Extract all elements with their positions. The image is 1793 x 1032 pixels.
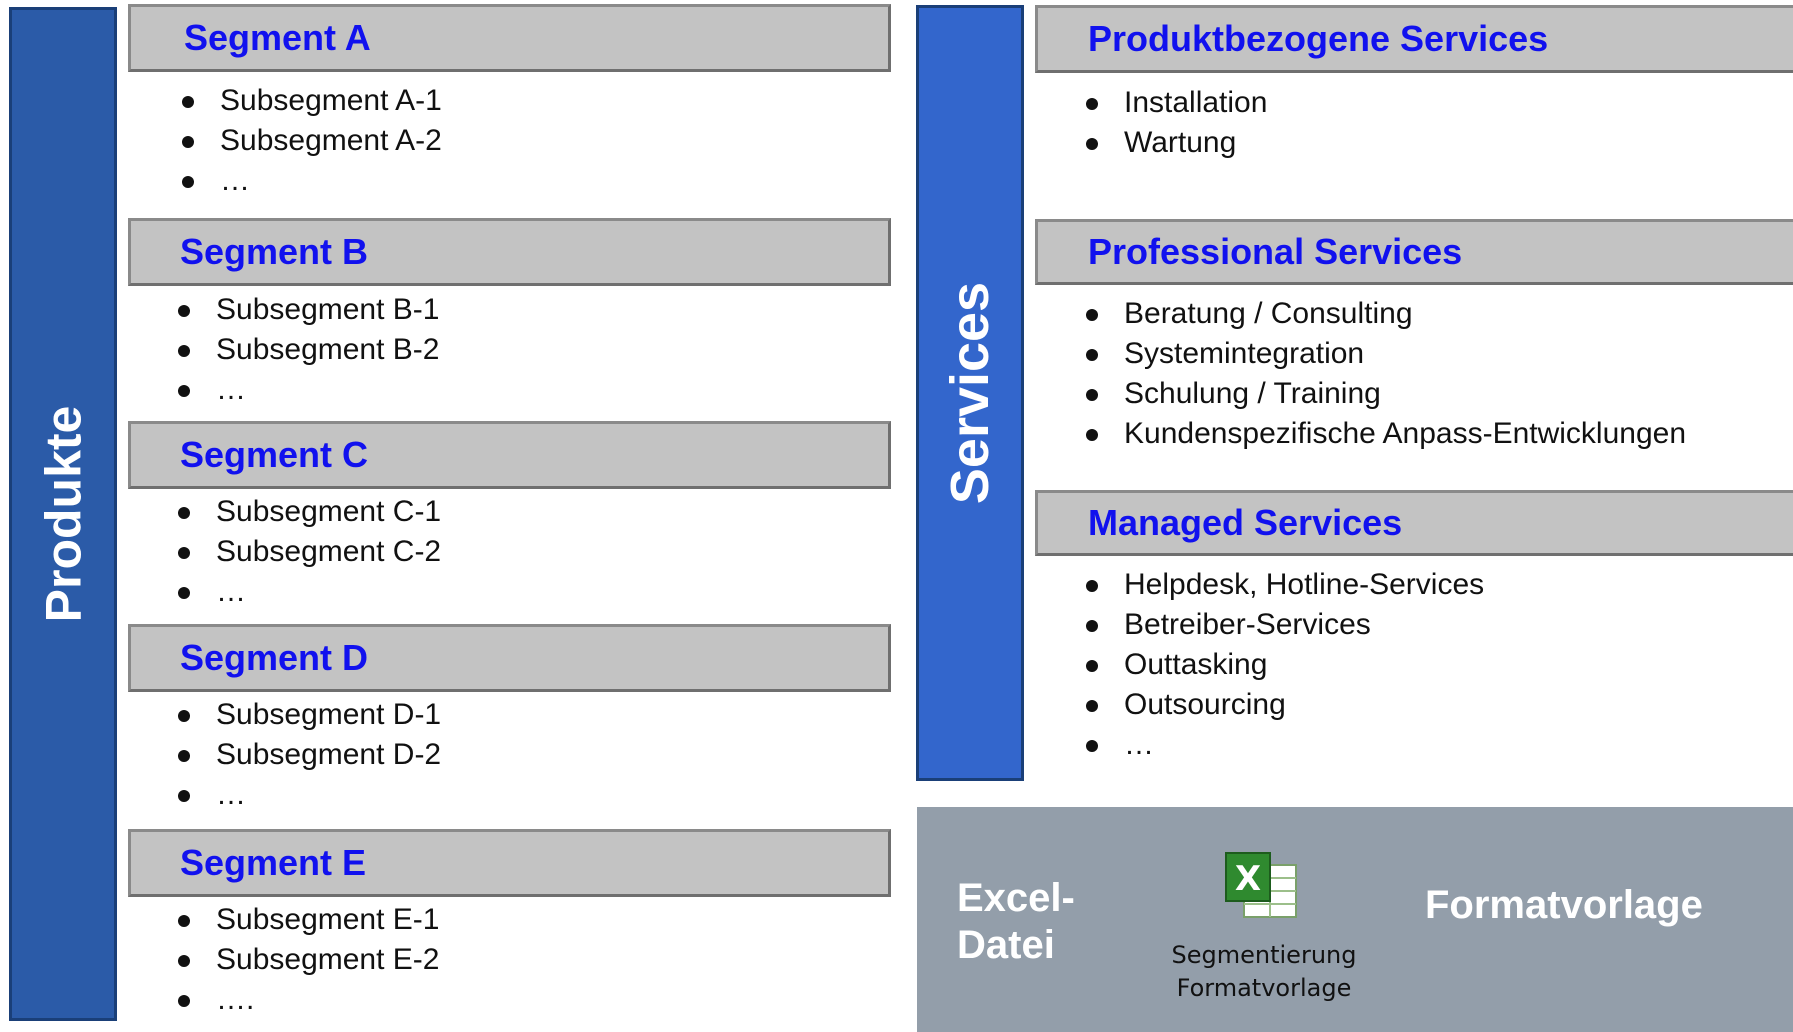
professional-services-header: Professional Services [1035, 219, 1793, 285]
list-item: … [178, 775, 441, 815]
segment-e-title: Segment E [180, 842, 367, 883]
formatvorlage-title: Formatvorlage [1425, 883, 1703, 927]
list-item: Installation [1086, 83, 1267, 123]
list-item: … [178, 572, 441, 612]
list-item: Beratung / Consulting [1086, 294, 1686, 334]
segment-a-title: Segment A [184, 17, 371, 58]
professional-services-title: Professional Services [1088, 231, 1463, 272]
segment-b-list: Subsegment B-1 Subsegment B-2 … [178, 290, 439, 410]
produktbezogene-services-title: Produktbezogene Services [1088, 18, 1549, 59]
list-item: … [178, 370, 439, 410]
list-item: Subsegment A-1 [182, 81, 442, 121]
excel-label-line2: Datei [957, 923, 1055, 967]
excel-file-name-line1: Segmentierung [1171, 941, 1357, 969]
list-item: Kundenspezifische Anpass-Entwicklungen [1086, 414, 1686, 454]
list-item: Subsegment B-2 [178, 330, 439, 370]
excel-file-icon[interactable]: X [1224, 851, 1304, 923]
excel-label-line1: Excel- [957, 876, 1075, 920]
list-item: Betreiber-Services [1086, 605, 1484, 645]
segment-b-header: Segment B [128, 218, 891, 286]
list-item: … [1086, 725, 1484, 765]
list-item: … [182, 161, 442, 201]
segment-e-list: Subsegment E-1 Subsegment E-2 …. [178, 900, 439, 1020]
managed-services-list: Helpdesk, Hotline-Services Betreiber-Ser… [1086, 565, 1484, 765]
services-label: Services [940, 281, 1001, 505]
segment-e-header: Segment E [128, 829, 891, 897]
excel-panel: Excel- Datei X Segmentierung Formatvorla… [917, 807, 1793, 1032]
list-item: Subsegment C-2 [178, 532, 441, 572]
list-item: Subsegment D-1 [178, 695, 441, 735]
excel-file-name[interactable]: Segmentierung Formatvorlage [1159, 939, 1369, 1005]
list-item: Subsegment D-2 [178, 735, 441, 775]
list-item: Wartung [1086, 123, 1267, 163]
list-item: Schulung / Training [1086, 374, 1686, 414]
list-item: Subsegment B-1 [178, 290, 439, 330]
list-item: …. [178, 980, 439, 1020]
segment-c-title: Segment C [180, 434, 369, 475]
svg-text:X: X [1235, 859, 1261, 899]
segment-d-header: Segment D [128, 624, 891, 692]
produktbezogene-services-list: Installation Wartung [1086, 83, 1267, 163]
produktbezogene-services-header: Produktbezogene Services [1035, 5, 1793, 73]
list-item: Systemintegration [1086, 334, 1686, 374]
list-item: Subsegment E-2 [178, 940, 439, 980]
list-item: Subsegment E-1 [178, 900, 439, 940]
produkte-bar: Produkte [9, 7, 117, 1021]
segment-c-header: Segment C [128, 421, 891, 489]
segment-a-list: Subsegment A-1 Subsegment A-2 … [182, 81, 442, 201]
managed-services-header: Managed Services [1035, 490, 1793, 556]
segment-d-list: Subsegment D-1 Subsegment D-2 … [178, 695, 441, 815]
managed-services-title: Managed Services [1088, 502, 1403, 543]
segment-a-header: Segment A [128, 4, 891, 72]
excel-label: Excel- Datei [957, 875, 1075, 969]
segment-b-title: Segment B [180, 231, 369, 272]
list-item: Outsourcing [1086, 685, 1484, 725]
list-item: Outtasking [1086, 645, 1484, 685]
list-item: Subsegment C-1 [178, 492, 441, 532]
list-item: Subsegment A-2 [182, 121, 442, 161]
list-item: Helpdesk, Hotline-Services [1086, 565, 1484, 605]
produkte-label: Produkte [35, 405, 92, 623]
segment-d-title: Segment D [180, 637, 369, 678]
services-bar: Services [916, 5, 1024, 781]
professional-services-list: Beratung / Consulting Systemintegration … [1086, 294, 1686, 454]
segment-c-list: Subsegment C-1 Subsegment C-2 … [178, 492, 441, 612]
excel-file-name-line2: Formatvorlage [1176, 974, 1352, 1002]
